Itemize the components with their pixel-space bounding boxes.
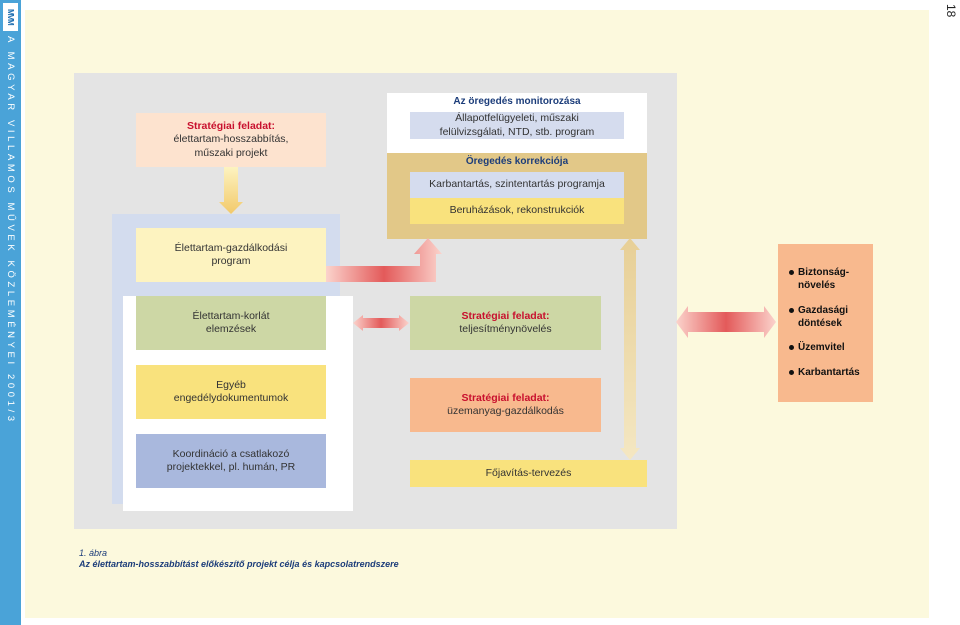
maintenance-box: Karbantartás, szintentartás programja: [410, 172, 624, 198]
permits-box: Egyéb engedélydokumentumok: [136, 365, 326, 419]
arrow-double-red-middle: [353, 315, 409, 331]
overhaul-text: Főjavítás-tervezés: [485, 466, 572, 479]
lifetime-limit-text: Élettartam-korlát elemzések: [192, 309, 270, 336]
strategy-box-fuel: Stratégiai feladat: üzemanyag-gazdálkodá…: [410, 378, 601, 432]
coordination-text: Koordináció a csatlakozó projektekkel, p…: [166, 447, 296, 474]
strategy-box-life-extension: Stratégiai feladat: élettartam-hosszabbí…: [136, 113, 326, 167]
overhaul-box: Főjavítás-tervezés: [410, 460, 647, 487]
bullet-icon: [789, 370, 794, 375]
lifetime-program-text: Élettartam-gazdálkodási program: [174, 241, 288, 268]
strategy-box-performance: Stratégiai feladat: teljesítménynövelés: [410, 296, 601, 350]
correction-title: Öregedés korrekciója: [410, 155, 624, 169]
figure-caption: Az élettartam-hosszabbítást előkészítő p…: [79, 559, 399, 569]
outcome-item: Biztonság-növelés: [789, 267, 868, 292]
outcome-item-text: Karbantartás: [798, 367, 860, 378]
strategy-label: Stratégiai feladat:: [461, 309, 550, 322]
mvm-logo: [3, 3, 18, 31]
maintenance-text: Karbantartás, szintentartás programja: [429, 178, 605, 191]
outcomes-box: [778, 244, 873, 402]
monitoring-item-text: Állapotfelügyeleti, műszaki felülvizsgál…: [439, 112, 595, 138]
coordination-box: Koordináció a csatlakozó projektekkel, p…: [136, 434, 326, 488]
outcome-item-text: Üzemvitel: [798, 342, 845, 353]
strategy-label: Stratégiai feladat:: [186, 119, 276, 132]
mvm-logo-text: MVM: [6, 9, 15, 25]
lifetime-limit-box: Élettartam-korlát elemzések: [136, 296, 326, 350]
monitoring-title-text: Az öregedés monitorozása: [453, 96, 581, 108]
bullet-icon: [789, 345, 794, 350]
figure-number: 1. ábra: [79, 548, 108, 558]
outcome-item: Gazdasági döntések: [789, 305, 868, 330]
monitoring-title: Az öregedés monitorozása: [410, 95, 624, 109]
lifetime-program-box: Élettartam-gazdálkodási program: [136, 228, 326, 282]
bullet-icon: [789, 308, 794, 313]
outcome-item: Üzemvitel: [789, 342, 868, 355]
investment-box: Beruházások, rekonstrukciók: [410, 198, 624, 224]
strategy-label: Stratégiai feladat:: [461, 391, 550, 404]
outcome-item-text: Gazdasági döntések: [798, 305, 849, 329]
outcome-item: Karbantartás: [789, 367, 868, 380]
bullet-icon: [789, 270, 794, 275]
arrow-double-tan-vertical: [620, 238, 640, 460]
arrow-up-red: [326, 238, 442, 282]
journal-sidebar: [0, 0, 21, 625]
correction-title-text: Öregedés korrekciója: [465, 156, 569, 168]
strategy-text: üzemanyag-gazdálkodás: [447, 405, 564, 417]
arrow-double-red-right: [676, 306, 776, 338]
permits-text: Egyéb engedélydokumentumok: [173, 378, 289, 405]
strategy-text: élettartam-hosszabbítás, műszaki projekt: [173, 133, 289, 159]
arrow-down-yellow: [219, 167, 243, 214]
outcome-item-text: Biztonság-növelés: [798, 267, 850, 291]
monitoring-item-box: Állapotfelügyeleti, műszaki felülvizsgál…: [410, 112, 624, 139]
investment-text: Beruházások, rekonstrukciók: [449, 204, 585, 217]
page-number: 18: [944, 4, 958, 18]
journal-title: A MAGYAR VILLAMOS MŰVEK KÖZLEMÉNYEI 2001…: [5, 36, 16, 425]
strategy-text: teljesítménynövelés: [459, 323, 552, 335]
